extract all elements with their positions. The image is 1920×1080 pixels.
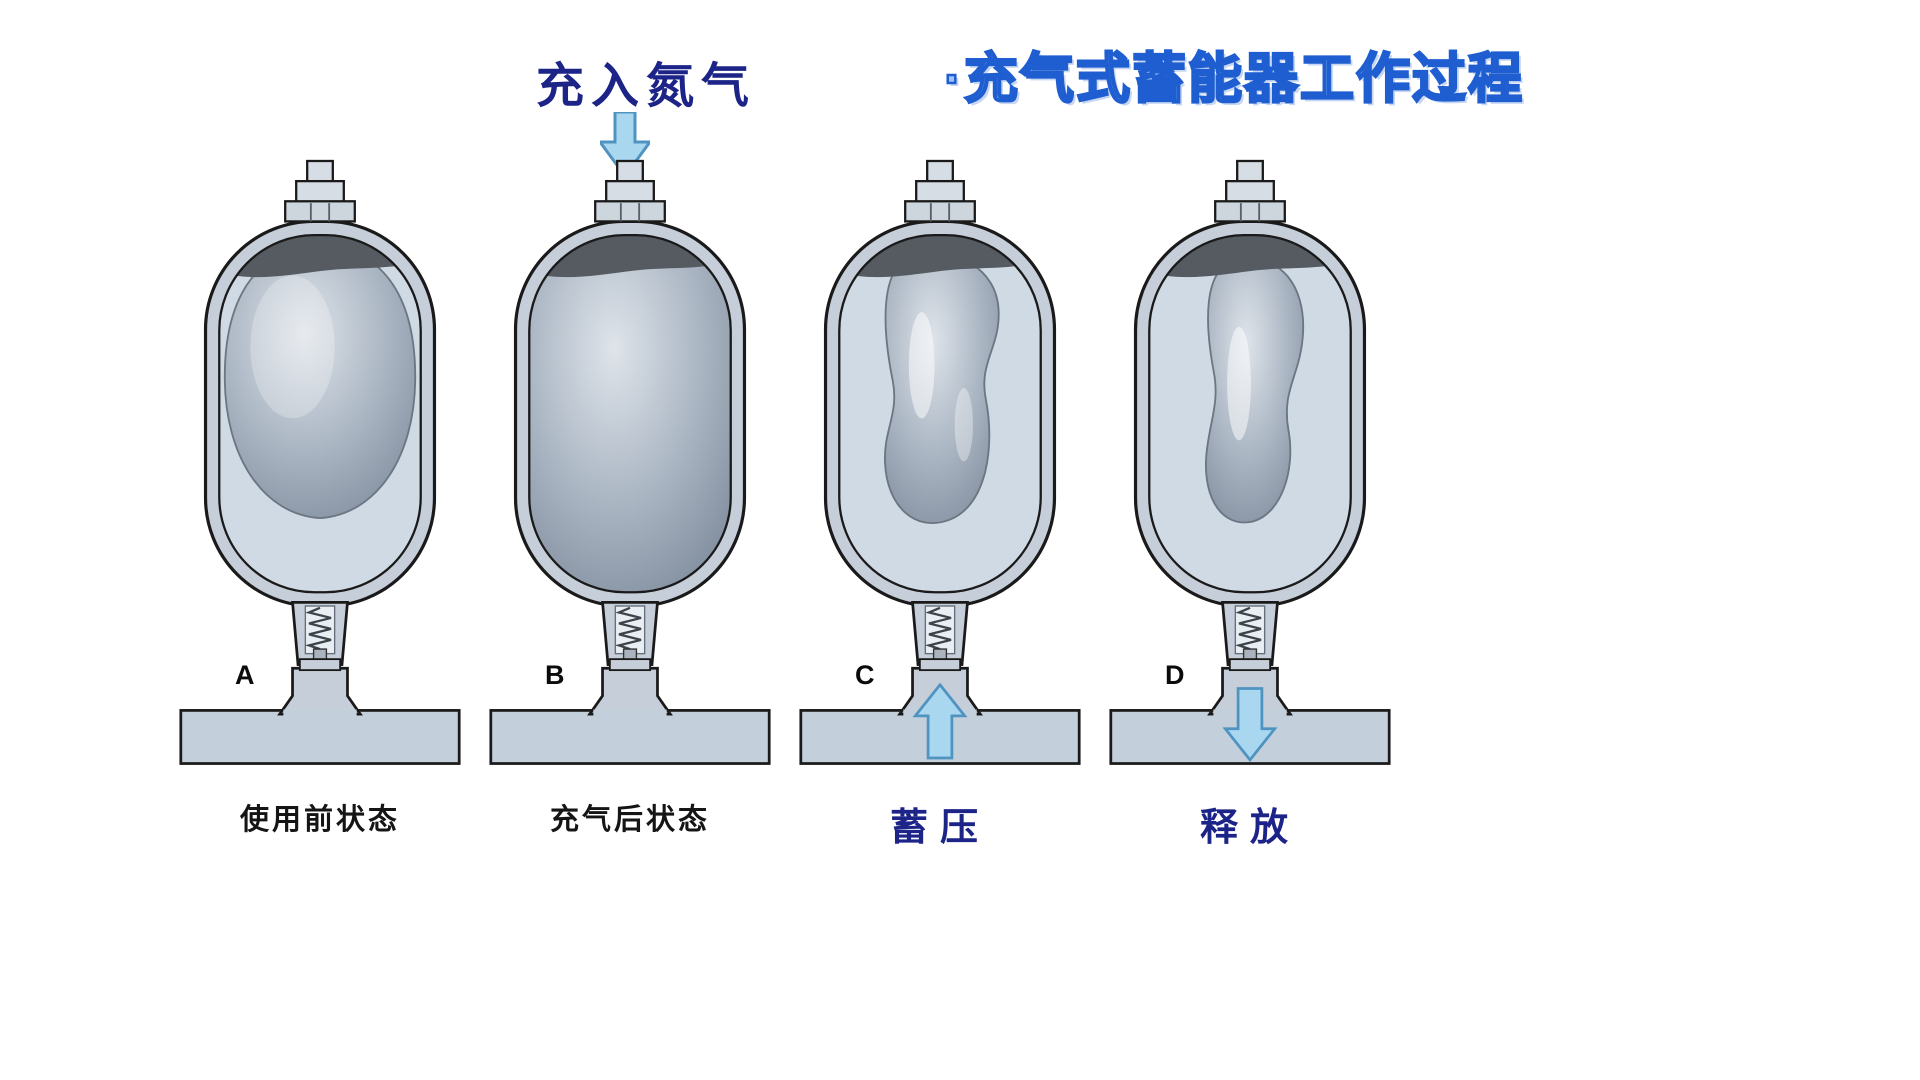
flow-up-arrow-icon: [912, 682, 968, 760]
gas-valve-body: [605, 179, 655, 205]
gas-valve-body: [295, 179, 345, 205]
pipe-tee-stem: [277, 666, 363, 716]
poppet-spring: [304, 606, 332, 651]
accumulator-D-drawing: [1109, 159, 1391, 765]
bladder: [529, 235, 731, 593]
page-title: ·充气式蓄能器工作过程: [943, 48, 1524, 111]
gas-valve-cap: [1236, 159, 1264, 185]
gas-valve-flange: [594, 200, 666, 223]
stage-letter: A: [235, 660, 255, 690]
accumulator-B-drawing: [489, 159, 771, 765]
stage-caption: 释放: [1199, 807, 1300, 849]
charge-nitrogen-label: 充入氮气: [536, 60, 757, 113]
accumulator-stage-C: C 蓄压: [775, 150, 1105, 870]
poppet-spring: [1234, 606, 1262, 651]
stage-caption: 使用前状态: [239, 804, 400, 836]
fluid-pipe: [179, 709, 461, 765]
accumulator-stage-B: B 充气后状态: [465, 150, 795, 870]
gas-valve-body: [1225, 179, 1275, 205]
flow-down-arrow-icon: [1222, 687, 1278, 763]
poppet-spring: [924, 606, 952, 651]
stage-letter: B: [545, 660, 565, 690]
stage-caption: 蓄压: [889, 807, 990, 849]
bladder: [884, 254, 999, 524]
gas-valve-flange: [284, 200, 356, 223]
accumulator-A-drawing: [179, 159, 461, 765]
accumulator-C-drawing: [799, 159, 1081, 765]
bladder: [1205, 258, 1304, 523]
accumulator-stage-A: A 使用前状态: [155, 150, 485, 870]
stage-letter: D: [1165, 660, 1185, 690]
down-arrow-shape: [600, 112, 650, 176]
gas-valve-cap: [616, 159, 644, 185]
poppet-spring: [614, 606, 642, 651]
stage-letter: C: [855, 660, 875, 690]
gas-valve-cap: [926, 159, 954, 185]
nitrogen-down-arrow-icon: [600, 112, 650, 176]
bladder: [224, 247, 416, 519]
fluid-pipe: [489, 709, 771, 765]
gas-valve-cap: [306, 159, 334, 185]
gas-valve-body: [915, 179, 965, 205]
pipe-tee-stem: [587, 666, 673, 716]
accumulator-stage-D: D 释放: [1085, 150, 1415, 870]
stage-caption: 充气后状态: [549, 804, 710, 836]
gas-valve-flange: [1214, 200, 1286, 223]
gas-valve-flange: [904, 200, 976, 223]
